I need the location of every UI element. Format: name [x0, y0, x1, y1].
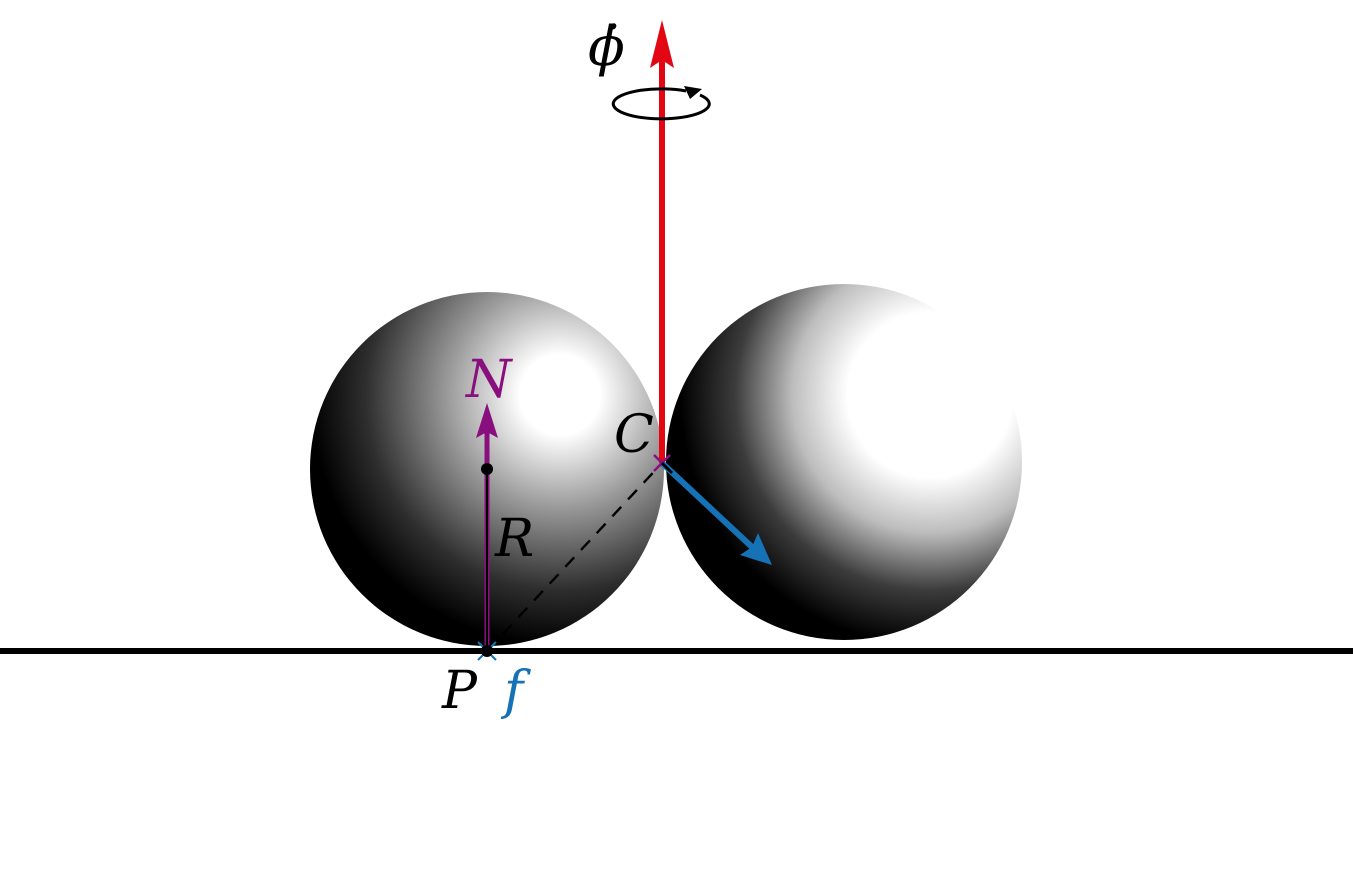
friction-force-arrow-shaft [659, 460, 755, 550]
ground-point-label: P [441, 661, 478, 721]
friction-label: f [500, 661, 531, 721]
ground-contact-marker [477, 641, 497, 661]
radius-label: R [494, 509, 534, 569]
sphere-contact-marker [653, 454, 674, 475]
contact-dashed-line [486, 462, 663, 652]
sphere-center-dot [481, 463, 493, 475]
normal-force-arrowhead [476, 403, 498, 438]
phi-dot-label: ϕ̇ [588, 15, 625, 78]
normal-force-label: N [464, 350, 513, 410]
right-sphere [666, 284, 1022, 640]
spin-axis-arrowhead [650, 20, 674, 68]
circular-arrow-icon [611, 86, 711, 121]
friction-force-arrowhead [740, 533, 772, 565]
contact-point-label: C [614, 405, 654, 465]
